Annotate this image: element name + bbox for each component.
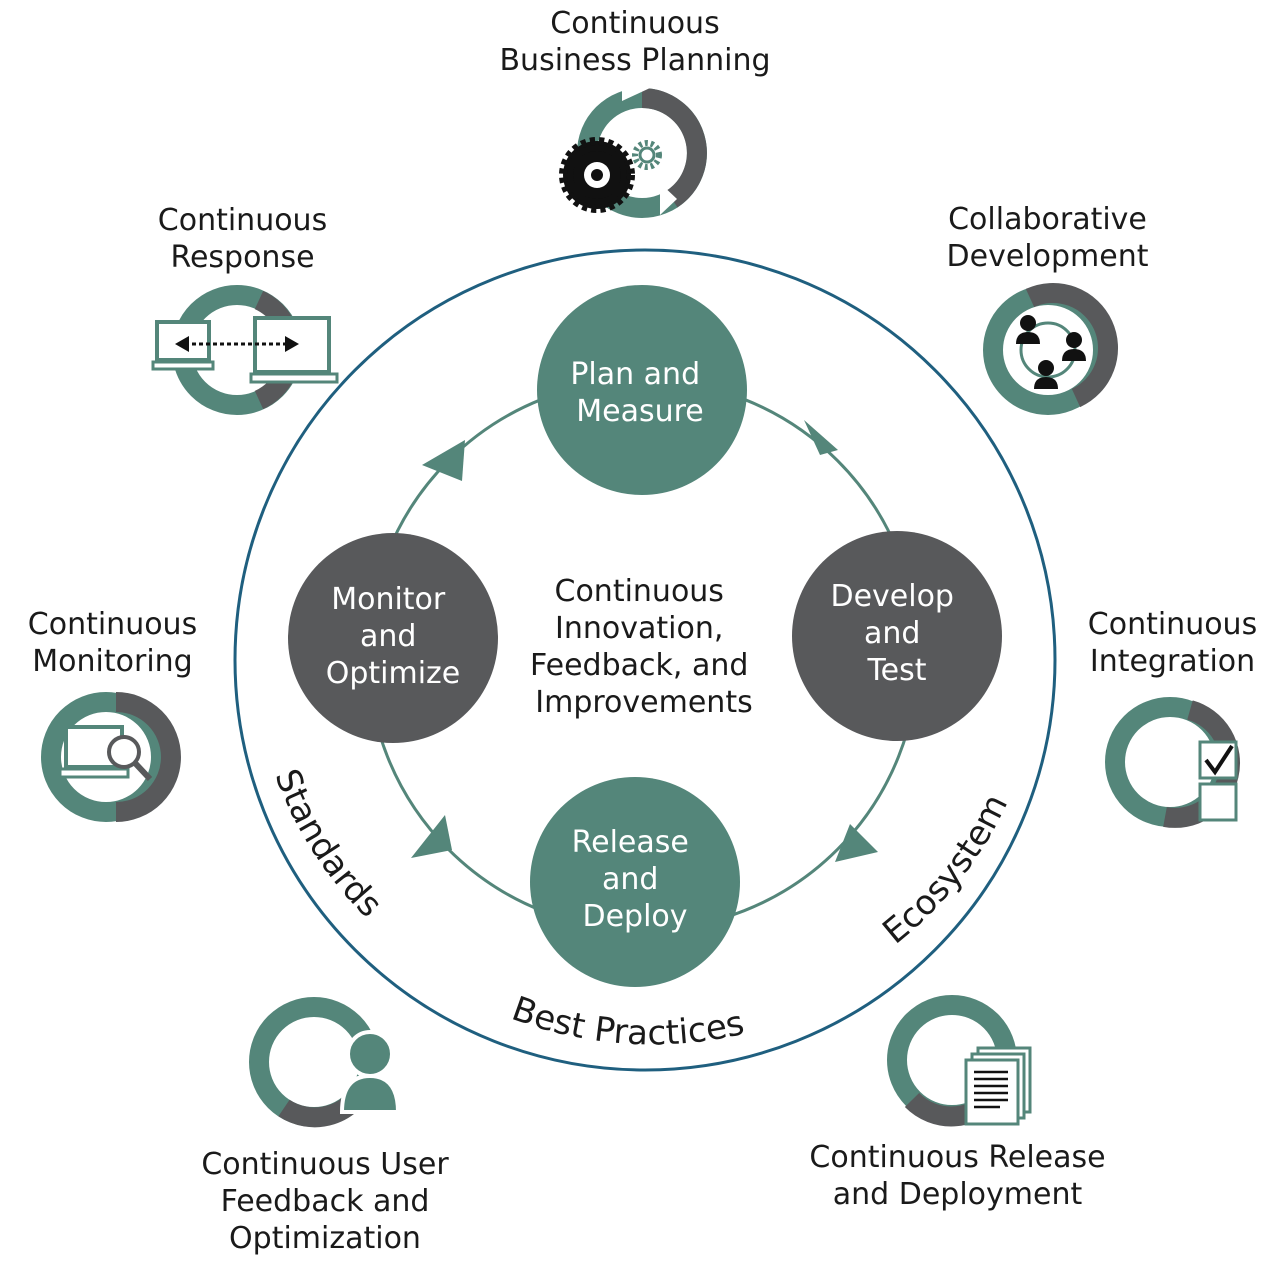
phase-circle-release bbox=[530, 777, 740, 987]
phase-label-release: Release and Deploy bbox=[572, 825, 699, 934]
cycle-arrow-plan-to-develop bbox=[804, 420, 838, 455]
laptop-magnifier-icon bbox=[41, 692, 181, 822]
phase-label-monitor: Monitor and Optimize bbox=[326, 582, 461, 691]
user-icon bbox=[249, 997, 401, 1128]
cycle-arrow-monitor-to-plan bbox=[422, 440, 465, 481]
cycle-arrow-develop-to-release bbox=[835, 824, 878, 862]
gears-icon bbox=[559, 75, 707, 218]
documents-icon bbox=[887, 995, 1032, 1127]
checklist-icon bbox=[1105, 697, 1241, 828]
ring-label-ecosystem: Ecosystem bbox=[875, 788, 1016, 952]
cycle-arrow-release-to-monitor bbox=[411, 815, 452, 858]
two-monitors-icon bbox=[151, 285, 339, 415]
phase-label-develop: Develop and Test bbox=[830, 579, 963, 688]
ring-label-standards: Standards bbox=[266, 764, 389, 926]
ring-label-best-practices: Best Practices bbox=[507, 989, 748, 1054]
people-icon bbox=[983, 282, 1119, 415]
phase-circle-monitor bbox=[288, 533, 498, 743]
phase-label-plan: Plan and Measure bbox=[570, 357, 709, 429]
outer-ring bbox=[233, 248, 1057, 1072]
center-label: Continuous Innovation, Feedback, and Imp… bbox=[530, 574, 758, 720]
phase-circle-plan bbox=[537, 285, 747, 495]
phase-circle-develop bbox=[792, 531, 1002, 741]
